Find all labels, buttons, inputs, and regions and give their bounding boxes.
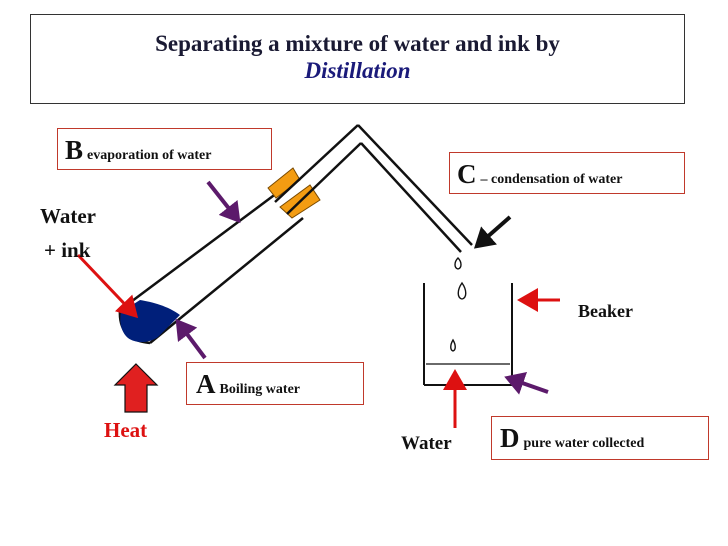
arrow-water-ink	[76, 253, 139, 319]
title-box: Separating a mixture of water and ink by…	[30, 14, 685, 104]
label-a-letter: A	[196, 369, 216, 399]
label-c-box: C – condensation of water	[449, 152, 685, 194]
ink-liquid	[120, 300, 180, 343]
heat-label: Heat	[104, 418, 148, 442]
label-b-box: B evaporation of water	[57, 128, 272, 170]
label-d-text: pure water collected	[523, 436, 645, 451]
label-a-text: Boiling water	[219, 382, 301, 397]
beaker	[423, 283, 513, 386]
arrow-evaporation	[206, 180, 241, 224]
arrow-boiling	[175, 318, 207, 360]
water-ink-label-line-1: Water	[40, 204, 96, 228]
label-d-letter: D	[500, 423, 520, 453]
heat-arrow-icon	[113, 363, 159, 413]
water-label: Water	[401, 433, 452, 454]
label-c-text: – condensation of water	[480, 172, 623, 187]
label-d-box: D pure water collected	[491, 416, 709, 460]
label-b-letter: B	[65, 135, 84, 165]
arrow-condensation	[473, 215, 512, 249]
label-a-box: A Boiling water	[186, 362, 364, 405]
label-b-text: evaporation of water	[87, 148, 212, 163]
title-line-1: Separating a mixture of water and ink by	[155, 31, 560, 56]
stopper	[267, 167, 321, 219]
delivery-tube	[274, 124, 473, 253]
water-droplets	[450, 257, 467, 352]
title-line-2: Distillation	[304, 58, 411, 83]
arrow-pure-water	[504, 371, 549, 395]
label-c-letter: C	[457, 159, 477, 189]
water-ink-label-line-2: + ink	[44, 238, 91, 262]
beaker-label: Beaker	[578, 301, 633, 321]
